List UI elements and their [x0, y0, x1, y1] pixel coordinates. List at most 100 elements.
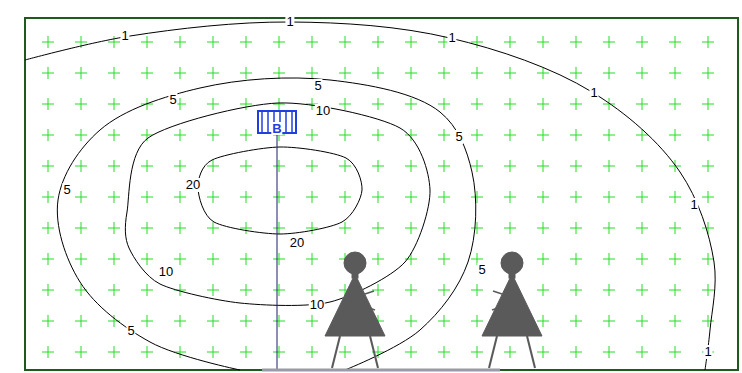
grid-cross [240, 160, 252, 172]
grid-cross [372, 160, 384, 172]
grid-cross [570, 315, 582, 327]
grid-cross [207, 191, 219, 203]
grid-cross [207, 253, 219, 265]
grid-cross [75, 129, 87, 141]
grid-cross [339, 36, 351, 48]
grid-cross [669, 36, 681, 48]
contour-value: 20 [185, 178, 201, 192]
grid-cross [702, 346, 714, 358]
grid-cross [75, 191, 87, 203]
grid-cross [471, 191, 483, 203]
grid-cross [42, 67, 54, 79]
grid-cross [240, 284, 252, 296]
grid-cross [669, 191, 681, 203]
contour-line [57, 78, 475, 370]
grid-cross [636, 98, 648, 110]
fixture-bar [267, 111, 269, 132]
grid-cross [636, 191, 648, 203]
grid-cross [669, 315, 681, 327]
grid-cross [471, 160, 483, 172]
grid-cross [570, 346, 582, 358]
grid-cross [42, 160, 54, 172]
grid-cross [372, 98, 384, 110]
grid-cross [141, 36, 153, 48]
grid-cross [75, 315, 87, 327]
grid-cross [141, 346, 153, 358]
grid-cross [42, 253, 54, 265]
person-figure [482, 252, 542, 368]
grid-cross [603, 315, 615, 327]
grid-cross [603, 253, 615, 265]
grid-cross [42, 129, 54, 141]
grid-cross [537, 346, 549, 358]
grid-cross [207, 98, 219, 110]
grid-cross [141, 191, 153, 203]
grid-cross [603, 346, 615, 358]
contour-line [198, 147, 362, 234]
grid-cross [405, 284, 417, 296]
grid-cross [306, 284, 318, 296]
grid-cross [669, 98, 681, 110]
grid-cross [438, 98, 450, 110]
grid-cross [174, 36, 186, 48]
grid-cross [306, 36, 318, 48]
grid-cross [537, 222, 549, 234]
grid-cross [603, 67, 615, 79]
grid-cross [207, 346, 219, 358]
grid-cross [75, 67, 87, 79]
contour-value: 5 [168, 93, 177, 107]
grid-cross [174, 315, 186, 327]
contour-line [125, 103, 430, 306]
grid-cross [75, 253, 87, 265]
grid-cross [405, 253, 417, 265]
contour-lines [25, 22, 715, 370]
plot-border [25, 18, 738, 370]
grid-cross [702, 315, 714, 327]
grid-cross [603, 284, 615, 296]
grid-cross [537, 98, 549, 110]
grid-cross [636, 315, 648, 327]
contour-value: 10 [158, 265, 174, 279]
grid-cross [504, 36, 516, 48]
grid-cross [603, 129, 615, 141]
grid-cross [240, 191, 252, 203]
grid-cross [306, 315, 318, 327]
contour-value: 10 [309, 298, 325, 312]
grid-cross [141, 222, 153, 234]
plumb-line [277, 135, 278, 370]
grid-cross [240, 36, 252, 48]
grid-cross [306, 191, 318, 203]
grid-cross [570, 36, 582, 48]
grid-cross [207, 36, 219, 48]
grid-cross [372, 67, 384, 79]
grid-cross [42, 191, 54, 203]
grid-cross [372, 191, 384, 203]
grid-cross [702, 253, 714, 265]
grid-cross [702, 284, 714, 296]
grid-cross [471, 98, 483, 110]
person-figure [325, 252, 385, 368]
contour-value: 1 [447, 31, 456, 45]
grid-cross [603, 36, 615, 48]
grid-cross [471, 67, 483, 79]
grid-cross [339, 191, 351, 203]
grid-cross [273, 36, 285, 48]
grid-cross [339, 160, 351, 172]
fixture-label: B [271, 122, 282, 135]
grid-cross [174, 191, 186, 203]
grid-cross [108, 315, 120, 327]
grid-cross [108, 253, 120, 265]
grid-cross [438, 129, 450, 141]
grid-cross [702, 98, 714, 110]
grid-cross [504, 346, 516, 358]
grid-cross [636, 222, 648, 234]
contour-value: 5 [62, 183, 71, 197]
grid-cross [636, 67, 648, 79]
grid-cross [438, 67, 450, 79]
grid-cross [537, 129, 549, 141]
grid-cross [405, 222, 417, 234]
grid-cross [240, 67, 252, 79]
grid-cross [108, 160, 120, 172]
grid-cross [702, 129, 714, 141]
grid-cross [108, 98, 120, 110]
